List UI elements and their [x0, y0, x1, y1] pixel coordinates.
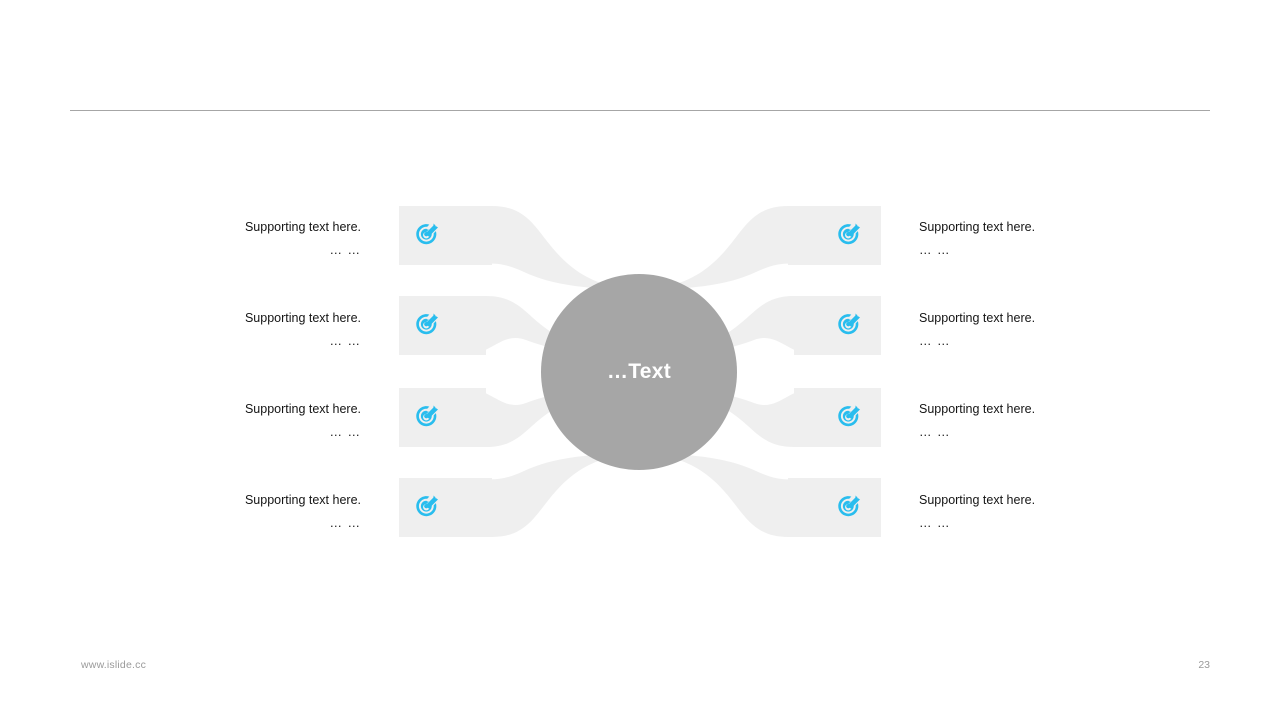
support-line-2: … …	[919, 243, 951, 257]
icon-tile-right-2[interactable]	[821, 296, 879, 354]
support-text-right-3[interactable]: Supporting text here. … …	[919, 398, 1149, 444]
icon-tile-left-2[interactable]	[399, 296, 457, 354]
support-line-1: Supporting text here.	[919, 311, 1036, 325]
tile-bg-left-3	[399, 388, 486, 447]
support-line-1: Supporting text here.	[244, 493, 361, 507]
support-line-1: Supporting text here.	[244, 311, 361, 325]
support-line-1: Supporting text here.	[919, 220, 1036, 234]
support-text-right-1[interactable]: Supporting text here. … …	[919, 216, 1149, 262]
support-text-right-4[interactable]: Supporting text here. … …	[919, 489, 1149, 535]
footer-url[interactable]: www.islide.cc	[81, 659, 147, 671]
icon-tile-right-1[interactable]	[821, 206, 879, 264]
support-line-1: Supporting text here.	[919, 402, 1036, 416]
support-line-2: … …	[329, 334, 361, 348]
tile-bg-left-4	[399, 478, 492, 537]
support-text-left-3[interactable]: Supporting text here. … …	[131, 398, 361, 444]
title-divider-rule	[70, 110, 1210, 111]
tile-bg-left-2	[399, 296, 486, 355]
support-line-2: … …	[919, 334, 951, 348]
support-line-2: … …	[329, 516, 361, 530]
target-arrow-icon	[413, 220, 443, 250]
target-arrow-icon	[413, 402, 443, 432]
target-arrow-icon	[835, 310, 865, 340]
icon-tile-right-3[interactable]	[821, 388, 879, 446]
support-line-2: … …	[329, 425, 361, 439]
support-line-1: Supporting text here.	[244, 220, 361, 234]
support-line-1: Supporting text here.	[919, 493, 1036, 507]
tile-bg-left-1	[399, 206, 492, 265]
support-line-2: … …	[919, 516, 951, 530]
target-arrow-icon	[835, 220, 865, 250]
center-node[interactable]: …Text	[541, 274, 737, 470]
icon-tile-left-3[interactable]	[399, 388, 457, 446]
target-arrow-icon	[835, 402, 865, 432]
support-text-right-2[interactable]: Supporting text here. … …	[919, 307, 1149, 353]
support-line-1: Supporting text here.	[244, 402, 361, 416]
icon-tile-right-4[interactable]	[821, 478, 879, 536]
tile-bg-right-2	[794, 296, 881, 355]
target-arrow-icon	[835, 492, 865, 522]
center-node-label: …Text	[606, 359, 672, 383]
support-line-2: … …	[919, 425, 951, 439]
support-line-2: … …	[329, 243, 361, 257]
tile-bg-right-3	[794, 388, 881, 447]
tile-bg-right-1	[788, 206, 881, 265]
target-arrow-icon	[413, 492, 443, 522]
support-text-left-2[interactable]: Supporting text here. … …	[131, 307, 361, 353]
target-arrow-icon	[413, 310, 443, 340]
support-text-left-4[interactable]: Supporting text here. … …	[131, 489, 361, 535]
tile-bg-right-4	[788, 478, 881, 537]
icon-tile-left-1[interactable]	[399, 206, 457, 264]
page-number: 23	[1198, 659, 1210, 671]
icon-tile-left-4[interactable]	[399, 478, 457, 536]
support-text-left-1[interactable]: Supporting text here. … …	[131, 216, 361, 262]
